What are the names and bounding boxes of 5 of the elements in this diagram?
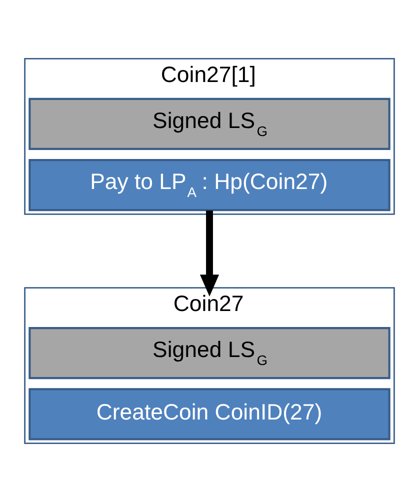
node-box: Signed LS$_{G}$ [28, 98, 390, 150]
node-box: CreateCoin CoinID(27) [28, 388, 390, 440]
node-box: Pay to LP$_{A}$ : Hp(Coin27) [28, 159, 390, 212]
arrow [200, 210, 220, 296]
node-box: Signed LS$_{G}$ [28, 327, 390, 380]
